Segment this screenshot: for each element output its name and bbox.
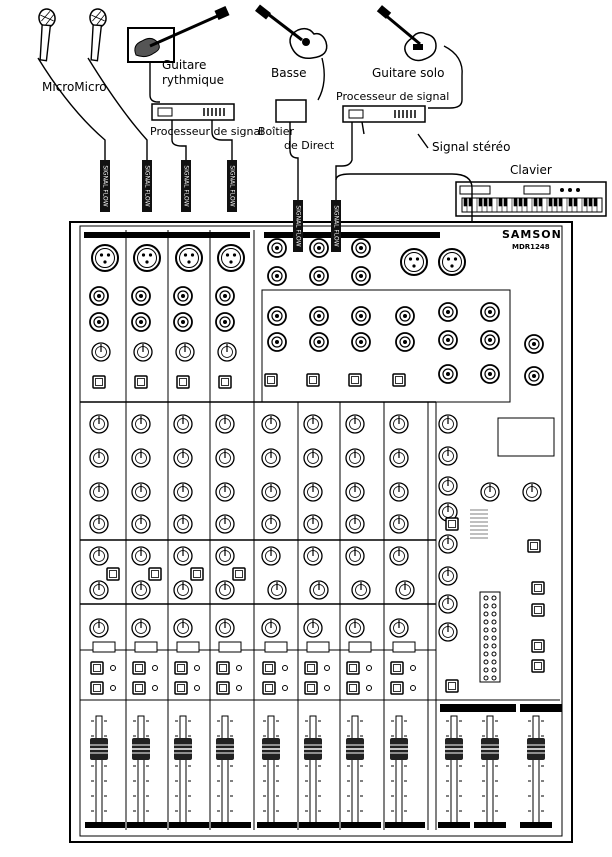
signal-processor-left [152, 104, 234, 120]
mixer-console [70, 222, 572, 842]
label-direct-box-line2: de Direct [284, 139, 334, 153]
microphone-2 [83, 8, 114, 62]
cable-tag-2: SIGNAL FLOW [142, 160, 152, 212]
label-keyboard: Clavier [510, 163, 552, 177]
label-rhythm-guitar-line2: rythmique [162, 73, 224, 87]
cable-tag-1: SIGNAL FLOW [100, 160, 110, 212]
rhythm-guitar [128, 6, 230, 62]
label-processor-left: Processeur de signal [150, 125, 263, 139]
cable-tag-5: SIGNAL FLOW [293, 200, 303, 252]
mixer-model: MDR1248 [512, 243, 550, 251]
solo-guitar [377, 5, 436, 60]
bass-guitar [255, 5, 327, 59]
direct-box [276, 100, 306, 122]
label-microphones: MicroMicro [42, 80, 107, 94]
mixer-brand: SAMSON [502, 228, 562, 241]
signal-processor-right [343, 106, 425, 122]
microphone-1 [32, 8, 63, 62]
label-rhythm-guitar-line1: Guitare [162, 58, 206, 72]
label-solo-guitar: Guitare solo [372, 66, 444, 80]
cable-tag-3: SIGNAL FLOW [181, 160, 191, 212]
label-stereo-signal: Signal stéréo [432, 140, 510, 154]
label-direct-box-line1: Boîtier [258, 125, 294, 139]
keyboard [456, 182, 606, 216]
cable-tag-6: SIGNAL FLOW [331, 200, 341, 252]
label-processor-right: Processeur de signal [336, 90, 449, 104]
label-bass: Basse [271, 66, 306, 80]
cable-tag-4: SIGNAL FLOW [227, 160, 237, 212]
